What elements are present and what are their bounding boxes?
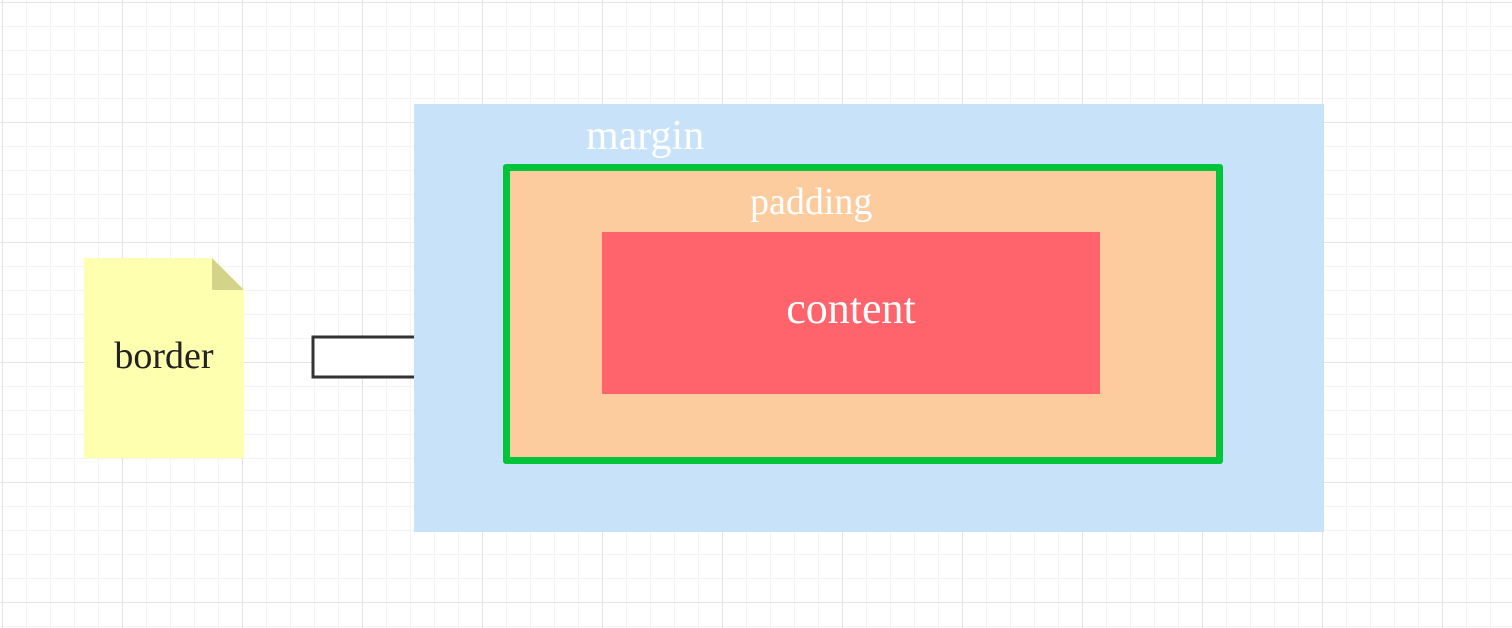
padding-label: padding xyxy=(750,181,873,223)
margin-label: margin xyxy=(586,113,705,159)
content-box[interactable]: content xyxy=(602,232,1100,394)
note-label: border xyxy=(114,335,214,377)
note-shape[interactable]: border xyxy=(84,258,244,458)
note-shape-icon xyxy=(84,258,244,458)
content-label: content xyxy=(786,284,916,333)
